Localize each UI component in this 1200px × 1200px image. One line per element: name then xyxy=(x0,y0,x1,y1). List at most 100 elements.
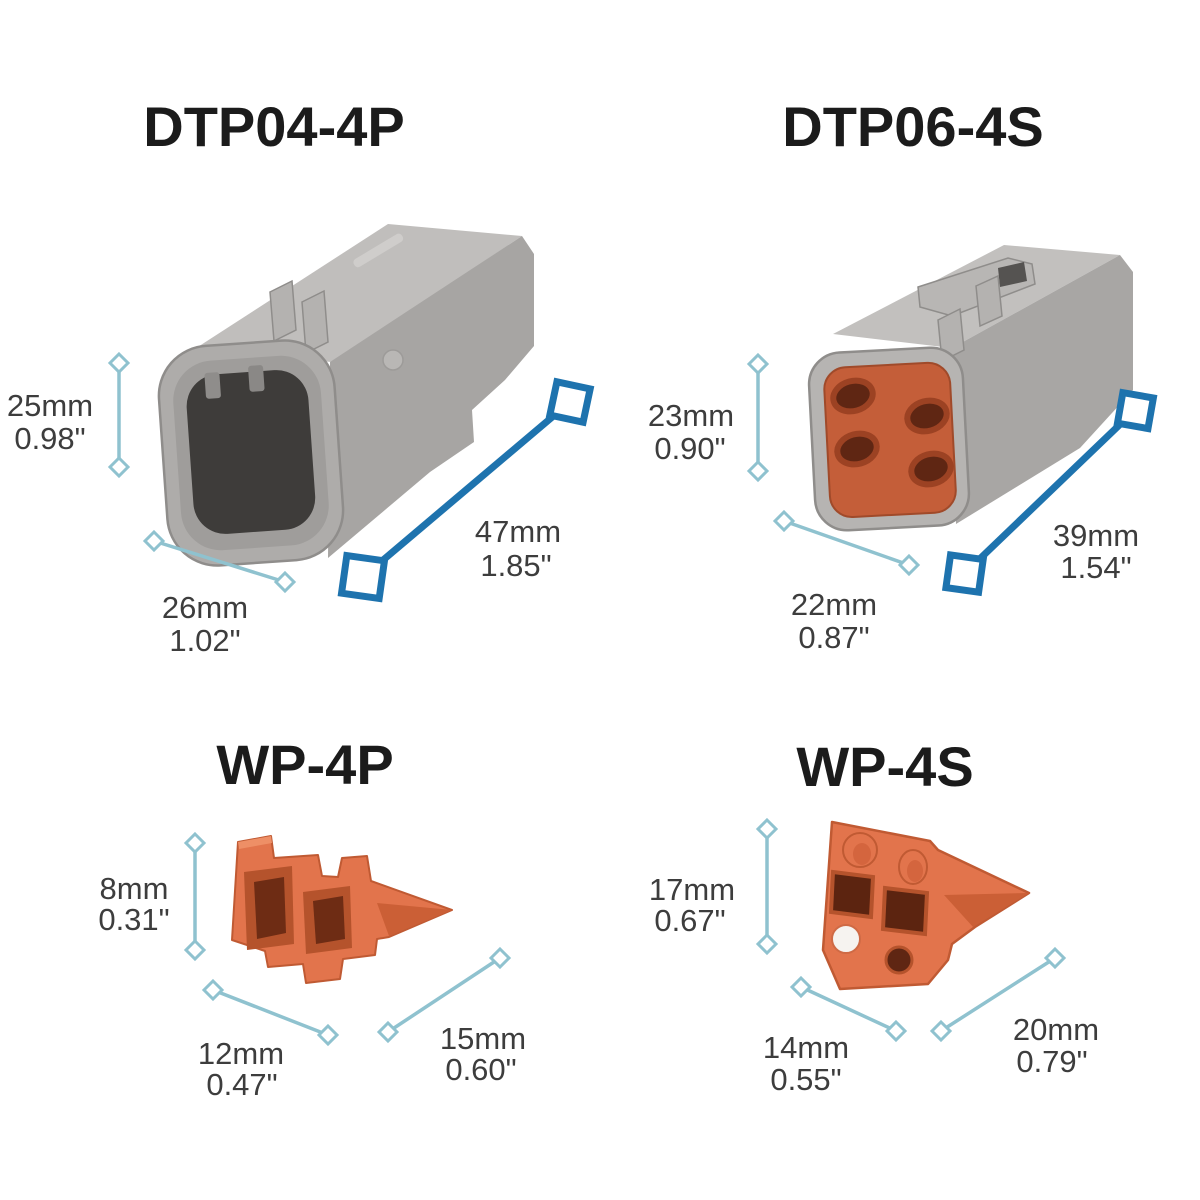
connector-side-body xyxy=(952,255,1133,524)
side-dimple xyxy=(382,349,404,371)
diamond-endpoint xyxy=(789,975,813,999)
dimension-length: 47mm 1.85" xyxy=(337,377,595,603)
dimension-inch-label: 0.55" xyxy=(770,1062,841,1097)
dimension-width: 22mm 0.87" xyxy=(772,509,921,655)
square-endpoint xyxy=(545,377,595,427)
molded-marking xyxy=(353,233,404,268)
diamond-endpoint xyxy=(142,529,166,553)
dimension-line xyxy=(360,399,573,580)
dimension-mm-label: 12mm xyxy=(198,1036,284,1071)
dimension-mm-label: 22mm xyxy=(791,587,877,622)
dome-bump-shadow xyxy=(853,843,871,865)
dimension-line xyxy=(386,956,502,1034)
dimension-inch-label: 0.87" xyxy=(798,620,869,655)
socket-hole xyxy=(908,450,954,488)
wp-4p-wedge-image xyxy=(231,835,453,984)
dimension-mm-label: 23mm xyxy=(648,398,734,433)
dtp04-4p-connector-image xyxy=(157,224,534,567)
diamond-endpoint xyxy=(746,352,770,376)
dimension-inch-label: 0.67" xyxy=(654,903,725,938)
section-wp-4s: WP-4S 17mm 0.67" 14mm xyxy=(649,735,1099,1097)
dimension-line xyxy=(799,985,898,1033)
dimension-line xyxy=(939,956,1057,1033)
diamond-endpoint xyxy=(755,932,779,956)
dimension-length: 20mm 0.79" xyxy=(929,946,1099,1079)
top-tab xyxy=(301,289,329,355)
section-title: WP-4S xyxy=(796,735,973,798)
connector-side-body xyxy=(328,236,534,558)
dimension-mm-label: 39mm xyxy=(1053,518,1139,553)
top-tab xyxy=(937,307,965,363)
dimension-length: 39mm 1.54" xyxy=(941,388,1158,597)
dimension-length: 15mm 0.60" xyxy=(376,946,526,1087)
round-hole-dark xyxy=(884,945,914,975)
diamond-endpoint xyxy=(316,1023,340,1047)
dimension-mm-label: 20mm xyxy=(1013,1012,1099,1047)
square-endpoint xyxy=(337,551,389,603)
square-hole xyxy=(880,885,930,937)
diamond-endpoint xyxy=(107,455,131,479)
diamond-endpoint xyxy=(884,1019,908,1043)
dimension-height: 25mm 0.98" xyxy=(7,351,131,479)
square-endpoint xyxy=(941,550,988,597)
dtp06-4s-connector-image xyxy=(807,245,1133,532)
dimension-mm-label: 25mm xyxy=(7,388,93,423)
dimension-line xyxy=(961,407,1138,577)
dimension-inch-label: 1.02" xyxy=(169,623,240,658)
dimension-inch-label: 0.47" xyxy=(206,1067,277,1102)
diamond-endpoint xyxy=(772,509,796,533)
connector-cavity xyxy=(186,370,316,534)
fin-shading xyxy=(944,893,1029,927)
dimension-mm-label: 8mm xyxy=(100,871,169,906)
dimension-inch-label: 0.90" xyxy=(654,431,725,466)
section-wp-4p: WP-4P 8mm 0.31" 12mm 0.47" xyxy=(98,733,526,1102)
dimension-mm-label: 14mm xyxy=(763,1030,849,1065)
dimension-height: 8mm 0.31" xyxy=(98,831,207,962)
dimension-inch-label: 0.60" xyxy=(445,1052,516,1087)
dimension-inch-label: 1.54" xyxy=(1060,550,1131,585)
diamond-endpoint xyxy=(755,817,779,841)
diamond-endpoint xyxy=(273,570,297,594)
latch-slot xyxy=(998,262,1027,287)
square-endpoint xyxy=(1113,388,1158,433)
square-hole xyxy=(254,877,286,939)
pin-contact xyxy=(248,365,265,392)
section-title: DTP04-4P xyxy=(143,95,404,158)
dimension-line xyxy=(152,539,287,584)
dimension-mm-label: 47mm xyxy=(475,514,561,549)
diamond-endpoint xyxy=(1043,946,1067,970)
dimension-mm-label: 17mm xyxy=(649,872,735,907)
dimension-width: 14mm 0.55" xyxy=(763,975,908,1097)
dimension-inch-label: 0.79" xyxy=(1016,1044,1087,1079)
section-title: DTP06-4S xyxy=(782,95,1043,158)
dimension-inch-label: 0.98" xyxy=(14,421,85,456)
top-tab xyxy=(269,279,297,343)
diamond-endpoint xyxy=(376,1020,400,1044)
dimension-height: 23mm 0.90" xyxy=(648,352,770,483)
top-highlight xyxy=(238,836,272,849)
diamond-endpoint xyxy=(183,831,207,855)
diamond-endpoint xyxy=(897,553,921,577)
square-hole xyxy=(828,869,876,920)
diamond-endpoint xyxy=(201,978,225,1002)
socket-hole xyxy=(904,397,950,435)
dome-bump-shadow xyxy=(907,860,923,882)
dimension-width: 12mm 0.47" xyxy=(198,978,340,1102)
dimension-line xyxy=(211,988,330,1037)
dimension-inch-label: 1.85" xyxy=(480,548,551,583)
diamond-endpoint xyxy=(183,938,207,962)
socket-hole xyxy=(830,377,876,415)
section-dtp04-4p: DTP04-4P 25mm 0.98" xyxy=(7,95,595,658)
section-dtp06-4s: DTP06-4S 23mm 0.90" xyxy=(648,95,1158,655)
wp-4s-wedge-image xyxy=(821,820,1031,991)
dimension-inch-label: 0.31" xyxy=(98,902,169,937)
square-hole xyxy=(313,896,345,944)
diamond-endpoint xyxy=(107,351,131,375)
diamond-endpoint xyxy=(929,1019,953,1043)
round-hole-white xyxy=(831,924,861,954)
dimension-width: 26mm 1.02" xyxy=(142,529,297,658)
dimension-height: 17mm 0.67" xyxy=(649,817,779,956)
fin-shading xyxy=(377,903,452,936)
pin-contact xyxy=(204,372,221,399)
